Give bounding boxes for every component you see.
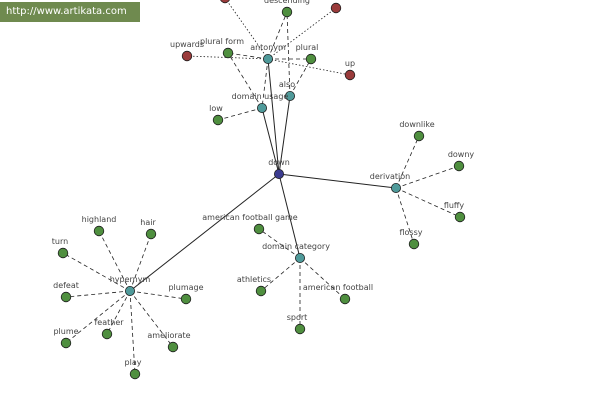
edge-domain-category-athletics: [260, 257, 301, 292]
label-play[interactable]: play: [125, 358, 142, 367]
label-plural[interactable]: plural: [296, 43, 319, 52]
label-up[interactable]: up: [345, 59, 355, 68]
edge-antonym-top-right-red: [267, 7, 337, 60]
edge-antonym-upwards: [186, 55, 269, 60]
edge-domain-category-american-football-game: [258, 228, 301, 259]
label-domain-category[interactable]: domain category: [262, 242, 330, 251]
label-descending[interactable]: descending: [264, 0, 310, 5]
node-plumage[interactable]: [180, 293, 192, 305]
edge-down-hypernym: [129, 173, 280, 292]
label-fluffy[interactable]: fluffy: [444, 201, 465, 210]
node-ameliorate[interactable]: [167, 341, 179, 353]
node-plural-form[interactable]: [222, 47, 234, 59]
label-derivation[interactable]: derivation: [370, 172, 410, 181]
edge-derivation-fluffy: [395, 187, 461, 218]
node-top-right-red[interactable]: [330, 2, 342, 14]
node-also[interactable]: [284, 91, 295, 102]
label-plume[interactable]: plume: [53, 327, 78, 336]
node-plural[interactable]: [305, 53, 317, 65]
edge-antonym-descending: [267, 11, 288, 60]
label-sport[interactable]: sport: [287, 313, 308, 322]
edge-hypernym-highland: [98, 230, 131, 292]
label-plumage[interactable]: plumage: [168, 283, 203, 292]
node-plume[interactable]: [60, 337, 72, 349]
edge-also-descending: [286, 11, 291, 97]
node-hypernym[interactable]: [125, 285, 136, 296]
label-upwards[interactable]: upwards: [170, 40, 204, 49]
edge-hypernym-hair: [129, 233, 152, 292]
node-sport[interactable]: [294, 323, 306, 335]
label-american-football[interactable]: american football: [303, 283, 373, 292]
label-defeat[interactable]: defeat: [53, 281, 79, 290]
label-downy[interactable]: downy: [448, 150, 475, 159]
label-feather[interactable]: feather: [94, 318, 124, 327]
node-hair[interactable]: [145, 228, 157, 240]
label-antonym[interactable]: antonym: [250, 43, 286, 52]
edge-also-plural: [289, 58, 312, 97]
label-flossy[interactable]: flossy: [399, 228, 422, 237]
node-down[interactable]: [273, 168, 284, 179]
edge-domain-usage-low: [217, 107, 263, 121]
label-downlike[interactable]: downlike: [399, 120, 434, 129]
graph-labels: down antonym also domain usage derivation dom…: [52, 0, 475, 367]
node-american-football[interactable]: [339, 293, 351, 305]
node-up[interactable]: [344, 69, 356, 81]
label-hair[interactable]: hair: [140, 218, 156, 227]
node-descending[interactable]: [281, 6, 293, 18]
node-feather[interactable]: [101, 328, 113, 340]
node-american-football-game[interactable]: [253, 223, 265, 235]
label-also[interactable]: also: [279, 80, 295, 89]
node-domain-category[interactable]: [294, 252, 305, 263]
label-american-football-game[interactable]: american football game: [202, 213, 298, 222]
edge-hypernym-plumage: [129, 290, 187, 300]
edge-hypernym-feather: [106, 290, 131, 335]
watermark-url[interactable]: http://www.artikata.com: [0, 2, 140, 22]
graph-edges: [62, 0, 461, 375]
node-derivation[interactable]: [390, 182, 401, 193]
label-turn[interactable]: turn: [52, 237, 68, 246]
edge-antonym-plural-form: [227, 52, 269, 60]
node-antonym[interactable]: [262, 54, 273, 65]
edge-down-derivation: [278, 173, 397, 189]
label-ameliorate[interactable]: ameliorate: [147, 331, 190, 340]
node-downlike[interactable]: [413, 130, 425, 142]
node-top-left-red[interactable]: [220, 0, 230, 4]
edge-hypernym-defeat: [65, 290, 131, 298]
node-play[interactable]: [129, 368, 141, 380]
edge-hypernym-turn: [62, 252, 131, 292]
node-domain-usage[interactable]: [256, 103, 267, 114]
edge-down-domain-category: [278, 173, 301, 259]
edge-derivation-downlike: [395, 135, 420, 189]
node-upwards[interactable]: [181, 50, 193, 62]
label-domain-usage[interactable]: domain usage: [232, 92, 289, 101]
label-hypernym[interactable]: hypernym: [110, 275, 151, 284]
node-athletics[interactable]: [255, 285, 267, 297]
label-highland[interactable]: highland: [82, 215, 117, 224]
node-highland[interactable]: [93, 225, 105, 237]
node-low[interactable]: [212, 114, 224, 126]
edge-domain-usage-plural-form: [227, 52, 263, 109]
node-downy[interactable]: [453, 160, 465, 172]
edge-hypernym-ameliorate: [129, 290, 174, 348]
edge-antonym-domain-usage: [261, 58, 269, 109]
label-athletics[interactable]: athletics: [237, 275, 271, 284]
label-down[interactable]: down: [268, 158, 290, 167]
label-plural-form[interactable]: plural form: [200, 37, 244, 46]
edge-down-domain-usage: [261, 107, 280, 175]
edge-down-also: [278, 95, 291, 175]
edge-domain-category-american-football: [299, 257, 346, 300]
graph-nodes: [57, 0, 466, 380]
node-turn[interactable]: [57, 247, 69, 259]
label-low[interactable]: low: [209, 104, 223, 113]
node-flossy[interactable]: [408, 238, 420, 250]
edge-derivation-flossy: [395, 187, 415, 245]
node-fluffy[interactable]: [454, 211, 466, 223]
edge-down-antonym: [267, 58, 280, 175]
node-defeat[interactable]: [60, 291, 72, 303]
